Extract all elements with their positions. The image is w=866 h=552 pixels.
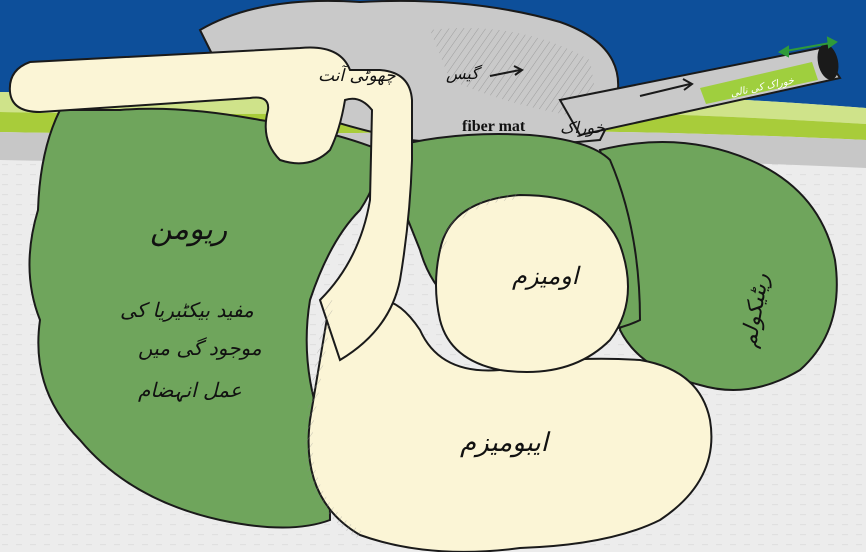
label-rumen: ریومن <box>150 212 227 247</box>
label-gas: گیس <box>446 64 479 83</box>
label-abomasum: ایبومیزم <box>460 428 548 458</box>
label-rumen-desc-2: موجود گی میں <box>138 336 262 360</box>
label-fiber-mat: fiber mat <box>462 118 525 136</box>
label-omasum: اومیزم <box>512 262 578 290</box>
label-rumen-desc-1: مفید بیکٹیریا کی <box>120 298 254 322</box>
label-food: خوراک <box>560 118 605 137</box>
label-rumen-desc-3: عمل انہضام <box>138 378 242 402</box>
label-small-intestine: چھوٹی آنت <box>318 66 396 86</box>
